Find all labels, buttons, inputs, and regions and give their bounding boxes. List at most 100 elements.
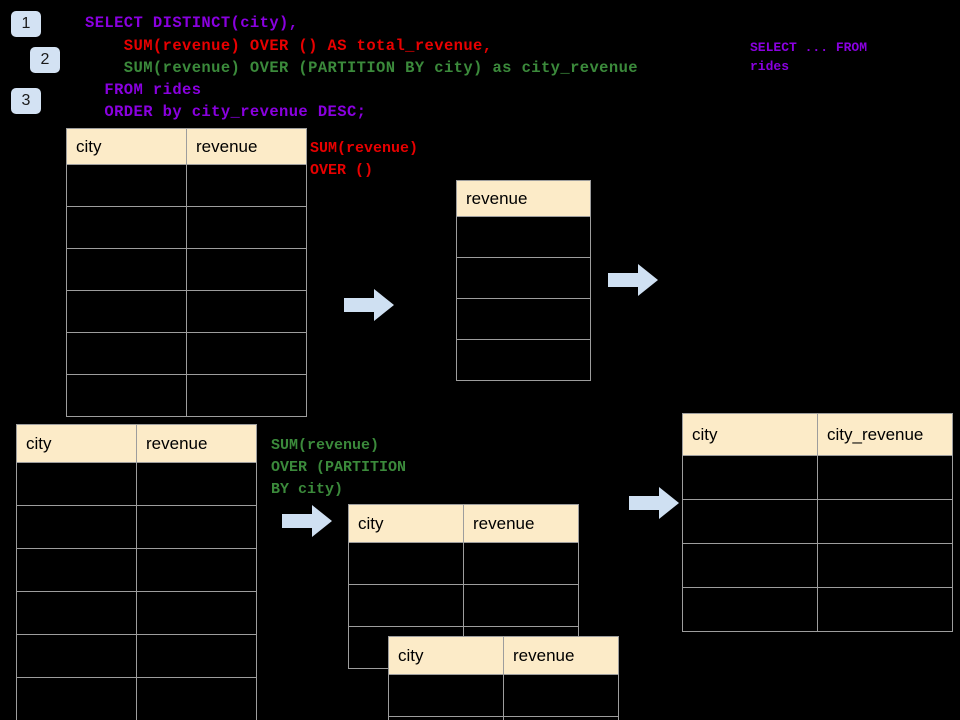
- table-row: [16, 462, 257, 506]
- step-badge-2: 2: [30, 47, 60, 73]
- cell-revenue: [136, 505, 257, 549]
- cell-revenue: [186, 164, 307, 207]
- cell-city: [66, 164, 187, 207]
- cell-revenue: [186, 374, 307, 417]
- table-source-bottom: city revenue: [16, 424, 257, 720]
- table-row: [16, 591, 257, 635]
- cell-city-revenue: [817, 587, 953, 632]
- sql-line-total-revenue: SUM(revenue) OVER () AS total_revenue,: [85, 37, 493, 55]
- sql-line-from: FROM rides: [85, 81, 202, 99]
- annotation-sum-over-partition: SUM(revenue) OVER (PARTITION BY city): [271, 437, 407, 498]
- sql-line-select: SELECT DISTINCT(city),: [85, 14, 299, 32]
- cell-city: [682, 587, 818, 632]
- cell-city: [66, 248, 187, 291]
- cell-city: [682, 455, 818, 500]
- cell-city: [348, 542, 464, 585]
- table-total-revenue: revenue: [456, 180, 591, 381]
- column-header-city: city: [16, 424, 137, 463]
- column-header-city: city: [682, 413, 818, 456]
- table-row: [16, 677, 257, 720]
- table-row: [66, 206, 307, 249]
- sql-line-city-revenue: SUM(revenue) OVER (PARTITION BY city) as…: [85, 59, 638, 77]
- column-header-city: city: [388, 636, 504, 675]
- column-header-revenue: revenue: [186, 128, 307, 165]
- table-row: [456, 298, 591, 340]
- cell-city: [682, 499, 818, 544]
- table-row: [66, 248, 307, 291]
- table-row: [682, 543, 953, 588]
- cell-city: [388, 716, 504, 720]
- table-row: [456, 339, 591, 381]
- column-header-city-revenue: city_revenue: [817, 413, 953, 456]
- cell-city: [16, 677, 137, 720]
- column-header-revenue: revenue: [136, 424, 257, 463]
- table-row: [66, 332, 307, 375]
- table-row: [66, 290, 307, 333]
- cell-city: [682, 543, 818, 588]
- cell-revenue: [136, 634, 257, 678]
- column-header-city: city: [348, 504, 464, 543]
- arrow-right-icon-3: [282, 505, 332, 542]
- cell-revenue: [186, 248, 307, 291]
- cell-revenue: [456, 339, 591, 381]
- table-header-row: city city_revenue: [682, 413, 953, 456]
- cell-city-revenue: [817, 455, 953, 500]
- cell-city: [16, 634, 137, 678]
- table-body: [388, 674, 619, 720]
- table-header-row: city revenue: [16, 424, 257, 463]
- cell-city: [16, 591, 137, 635]
- cell-revenue: [136, 591, 257, 635]
- cell-revenue: [456, 298, 591, 340]
- cell-revenue: [456, 216, 591, 258]
- table-row: [456, 216, 591, 258]
- table-header-row: city revenue: [388, 636, 619, 675]
- table-row: [682, 587, 953, 632]
- cell-city: [388, 674, 504, 717]
- table-row: [66, 374, 307, 417]
- table-source-top: city revenue: [66, 128, 307, 417]
- table-row: [682, 499, 953, 544]
- cell-revenue: [456, 257, 591, 299]
- cell-city-revenue: [817, 499, 953, 544]
- cell-revenue: [186, 290, 307, 333]
- cell-city: [16, 505, 137, 549]
- table-row: [348, 542, 579, 585]
- arrow-right-icon-4: [629, 487, 679, 524]
- column-header-city: city: [66, 128, 187, 165]
- cell-city-revenue: [817, 543, 953, 588]
- cell-revenue: [186, 206, 307, 249]
- column-header-revenue: revenue: [503, 636, 619, 675]
- step-badge-3: 3: [11, 88, 41, 114]
- table-body: [16, 462, 257, 720]
- cell-revenue: [503, 674, 619, 717]
- cell-revenue: [503, 716, 619, 720]
- table-partition-front: city revenue: [388, 636, 619, 720]
- cell-revenue: [136, 462, 257, 506]
- table-row: [388, 716, 619, 720]
- cell-revenue: [463, 584, 579, 627]
- cell-revenue: [186, 332, 307, 375]
- sql-line-order-by: ORDER by city_revenue DESC;: [85, 103, 367, 121]
- cell-city: [16, 548, 137, 592]
- table-result: city city_revenue: [682, 413, 953, 632]
- table-row: [348, 584, 579, 627]
- cell-city: [348, 584, 464, 627]
- cell-city: [66, 206, 187, 249]
- arrow-right-icon-2: [608, 264, 658, 301]
- annotation-select-from: SELECT ... FROM rides: [750, 40, 868, 74]
- table-body: [682, 455, 953, 632]
- cell-revenue: [463, 542, 579, 585]
- cell-city: [66, 290, 187, 333]
- column-header-revenue: revenue: [463, 504, 579, 543]
- table-body: [66, 164, 307, 417]
- table-row: [16, 548, 257, 592]
- cell-city: [66, 332, 187, 375]
- table-body: [456, 216, 591, 381]
- table-row: [388, 674, 619, 717]
- annotation-sum-over-empty: SUM(revenue) OVER (): [310, 140, 419, 179]
- arrow-right-icon-1: [344, 289, 394, 326]
- table-row: [16, 505, 257, 549]
- column-header-revenue: revenue: [456, 180, 591, 217]
- cell-revenue: [136, 548, 257, 592]
